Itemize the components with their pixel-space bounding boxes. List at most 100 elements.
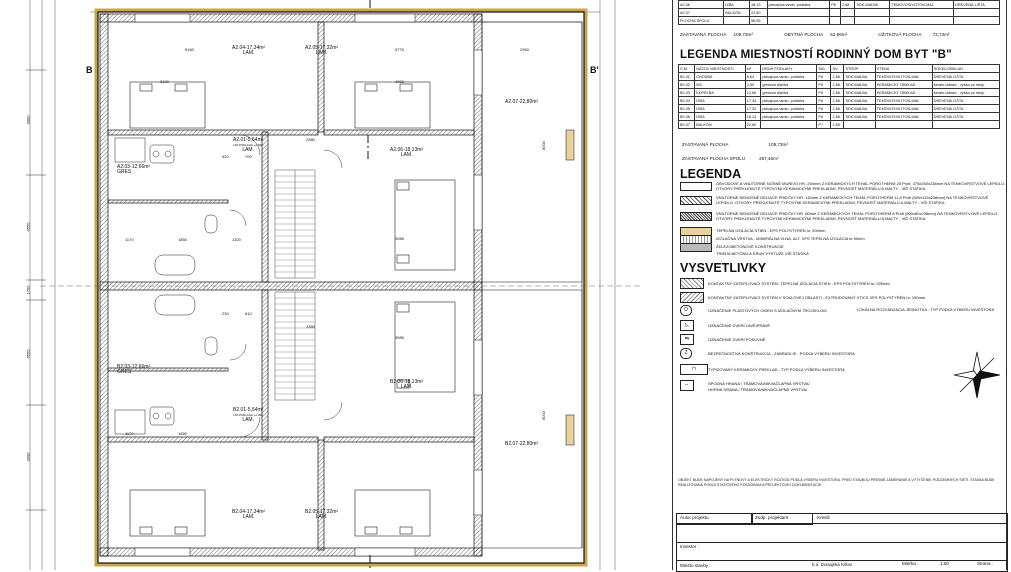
dim-2380: 2380	[306, 137, 315, 142]
legend-b-title: LEGENDA MIESTNOSTÍ RODINNÝ DOM BYT "B"	[680, 49, 952, 61]
dim-230: 230	[222, 311, 229, 316]
top-table-cell: TEMOVOSIVOTON-MAĽ	[889, 0, 955, 9]
top-table-cell: P6	[829, 0, 841, 9]
section-mark-b: B	[86, 65, 93, 75]
dim-1320: 1320	[232, 237, 241, 242]
legend-b-cell: TEMOVOSIVOTON-MAĽ	[874, 96, 933, 105]
miesto-value: k.ú. Dunajská Kiltov	[812, 562, 853, 567]
dim-top-2: 5775	[395, 47, 404, 52]
top-area-line: ZASTAVANÁ PLOCHA 109,73m² OBYTNÁ PLOCHA …	[680, 32, 950, 37]
legend-swatch-80	[680, 212, 712, 221]
top-table-cell	[723, 16, 751, 25]
legend-b-cell: B2.01	[677, 72, 696, 81]
top-table-cell: A2.06	[677, 0, 725, 9]
legend-text-1: VNÚTORNÉ NENOSNÉ DELIACE PRIEČKY HR. 115…	[716, 195, 989, 205]
top-table-cell: A2.07	[677, 8, 725, 17]
legend-b-cell: TEMOVOSIVOTON-MAĽ	[874, 112, 933, 121]
dim-1170-b: 1170	[125, 431, 134, 436]
vys-text-5: BEZPEČNOSTNÁ KONŠTRUKCIA - ZÁBRADLIE - P…	[708, 351, 855, 356]
dim-700: 700	[245, 154, 252, 159]
top-table-cell: PLOCHA SPOLU	[677, 16, 725, 25]
legend-b-cell: KÚPEĽŇA	[694, 88, 746, 97]
vysvetlivky-title: VYSVETLIVKY	[680, 261, 767, 275]
legend-b-cell: plávajúca lamin. podlaha	[760, 104, 818, 113]
top-table-cell: SDK-MAĽBA	[854, 0, 891, 9]
legend-b-cell: SDK-MAĽBA	[843, 112, 876, 121]
legend-b-header-cell: NÁZOV MIESTNOSTI	[694, 64, 746, 73]
legend-b-cell: 2,68	[830, 112, 845, 121]
legend-b-cell: plávajúca lamin. podlaha	[760, 72, 818, 81]
legend-b-cell: B2.02	[677, 80, 696, 89]
legend-b-cell: 17,34	[744, 96, 762, 105]
top-table-cell	[953, 16, 1000, 25]
legend-b-header-cell: DRUH PODLAHY	[760, 64, 818, 73]
legend-b-cell: 22,80	[744, 120, 762, 129]
vys-text-4: OZNAČENIE DVERÍ POSUVNÉ	[708, 337, 766, 342]
legend-b-cell: 2,55	[830, 120, 845, 129]
vys-symbol-0	[680, 278, 704, 289]
legend-b-cell: SDK-MAĽBA	[843, 104, 876, 113]
left-dim-5: 3000	[25, 452, 31, 462]
legend-b-cell: KERAMICKÝ OBKLAD	[874, 88, 933, 97]
legend-text-0: OBVODOVÉ A VNÚTORNÉ NOSNÉ MURIVO HR. 250…	[716, 181, 1006, 191]
legend-b-cell: P6	[816, 104, 832, 113]
dim-top-1: 5160	[185, 47, 194, 52]
legend-b-cell: TEMOVOSIVOTON-MAĽ	[874, 104, 933, 113]
dim-2380-b: 2380	[306, 324, 315, 329]
top-table-cell: 18,13	[749, 0, 768, 9]
legend-b-cell: CHODBA	[694, 72, 746, 81]
legend-b-cell: 2,68	[830, 96, 845, 105]
door-lr-icon: ◺	[680, 320, 694, 331]
vys-text-8: HORNÁ HRANA / TRÁMOVÁ/NÍKVAČLAPNÁ VRSTVA…	[708, 387, 808, 392]
legend-b-cell: KERAMICKÝ OBKLAD	[874, 80, 933, 89]
top-table-cell: 56,55	[749, 16, 768, 25]
legenda-title: LEGENDA	[680, 167, 742, 181]
svg-text:8000: 8000	[541, 140, 546, 150]
top-table-cell	[854, 16, 891, 25]
top-table-cell: 22,80	[749, 8, 768, 17]
legend-b-header-cell: m²	[744, 64, 762, 73]
dim-1850: 1850	[178, 237, 187, 242]
legend-b-header-cell: STENA	[874, 64, 933, 73]
vys-text-0: KONTAKTNÝ ZATEPLOVACÍ SYSTÉM -TEPELNÁ IZ…	[708, 281, 890, 286]
left-dim-4: 4550	[25, 349, 31, 359]
legend-b-cell: IZBA	[694, 104, 746, 113]
miesto-label: Miesto stavby :	[680, 563, 711, 568]
svg-text:8000: 8000	[541, 410, 546, 420]
legend-b-header-cell: SKL.	[816, 64, 832, 73]
vys-text-1: KONTAKTNÝ ZATEPLOVACÍ SYSTÉM V SOKLOVEJ …	[708, 295, 926, 300]
vys-text-2: OZNAČENIE PLASTOVÝCH OKIEN S IZOLAČNÝM T…	[708, 308, 827, 313]
zodp-label: Zodp. projektant	[755, 515, 789, 520]
top-table-cell	[839, 8, 856, 17]
window-symbol-icon: O	[680, 305, 692, 316]
legend-b-cell: DREVENÁ LIŠTA	[931, 112, 1001, 121]
north-arrow-icon	[953, 351, 1001, 399]
dim-520: 520	[222, 154, 229, 159]
door-sliding-icon: ⇆	[680, 334, 694, 345]
top-table-cell: DREVENÁ LIŠTA	[953, 0, 1000, 9]
section-mark-b-prime: B'	[590, 65, 599, 75]
legend-b-cell: IZBA	[694, 112, 746, 121]
top-table-cell	[766, 8, 831, 17]
legend-b-cell: BALKÓN	[694, 120, 746, 129]
dim-3985-b: 3985	[395, 335, 404, 340]
left-dim-1: 3000	[25, 115, 31, 125]
legend-b-cell: SDK-MAĽBA	[843, 96, 876, 105]
legend-b-header-cell: SOKEL/OBKLAD	[931, 64, 1001, 73]
dim-mid-2: 4200	[395, 79, 404, 84]
left-dim-2: 4550	[25, 222, 31, 232]
